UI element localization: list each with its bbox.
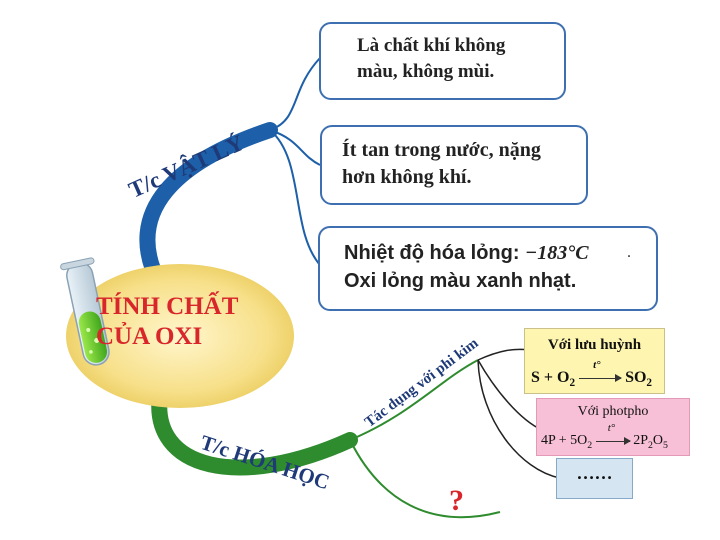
boiling-point-formula: −183°C [525,242,589,264]
subscript: 5 [663,439,668,451]
sulfur-reaction-box: Với lưu huỳnh S + O2 t° SO2 [524,328,665,394]
reaction-condition: t° [607,421,616,434]
subscript: 2 [647,439,653,451]
box-text: Ít tan trong nước, nặng [342,139,541,161]
more-reactions-box: …… [556,458,633,499]
reaction-condition: t° [593,359,601,372]
trailing-dot: . [627,244,631,261]
box-text: màu, không mùi. [357,61,495,82]
question-mark: ? [449,484,464,517]
equation-rhs: SO [625,369,647,386]
reaction-arrow-icon: t° [595,422,631,446]
reaction-heading: Với lưu huỳnh [547,337,642,353]
subscript: 2 [646,377,652,390]
equation-lhs: S + O [531,369,570,386]
subscript: 2 [569,377,576,390]
equation-lhs: 4P + 5O [541,433,588,448]
physical-branch-connector [269,57,321,131]
equation-rhs: O [652,433,664,448]
test-tube-icon [60,257,110,366]
center-title-line: TÍNH CHẤT [96,293,239,320]
ellipsis-text: …… [576,463,613,483]
subscript: 2 [587,439,593,451]
physical-branch-stem [139,122,278,293]
question-branch [349,439,501,519]
box-text: Là chất khí không [357,35,506,56]
chemical-branch-connector [349,359,479,441]
chemical-branch-stem [151,387,358,476]
box-text: Oxi lỏng màu xanh nhạt. [344,270,577,292]
box-text: Nhiệt độ hóa lỏng: [344,242,520,264]
reaction-arrow-icon: t° [579,359,623,383]
box-text: hơn không khí. [342,166,472,188]
center-title: TÍNH CHẤT CỦA OXI [96,292,238,352]
physical-property-box-3: Nhiệt độ hóa lỏng: −183°C Oxi lỏng màu x… [318,226,658,311]
equation-rhs: 2P [633,433,648,448]
phosphorus-reaction-box: Với photpho 4P + 5O2 t° 2P2O5 [536,398,690,456]
reaction-heading: Với photpho [577,404,649,419]
reaction-equation: S + O2 t° SO2 [531,359,652,390]
center-title-line: CỦA OXI [96,323,203,350]
reaction-equation: 4P + 5O2 t° 2P2O5 [541,422,668,451]
physical-property-box-2: Ít tan trong nước, nặng hơn không khí. [320,125,588,205]
center-ellipse [66,264,294,408]
physical-property-box-1: Là chất khí không màu, không mùi. [319,22,566,100]
